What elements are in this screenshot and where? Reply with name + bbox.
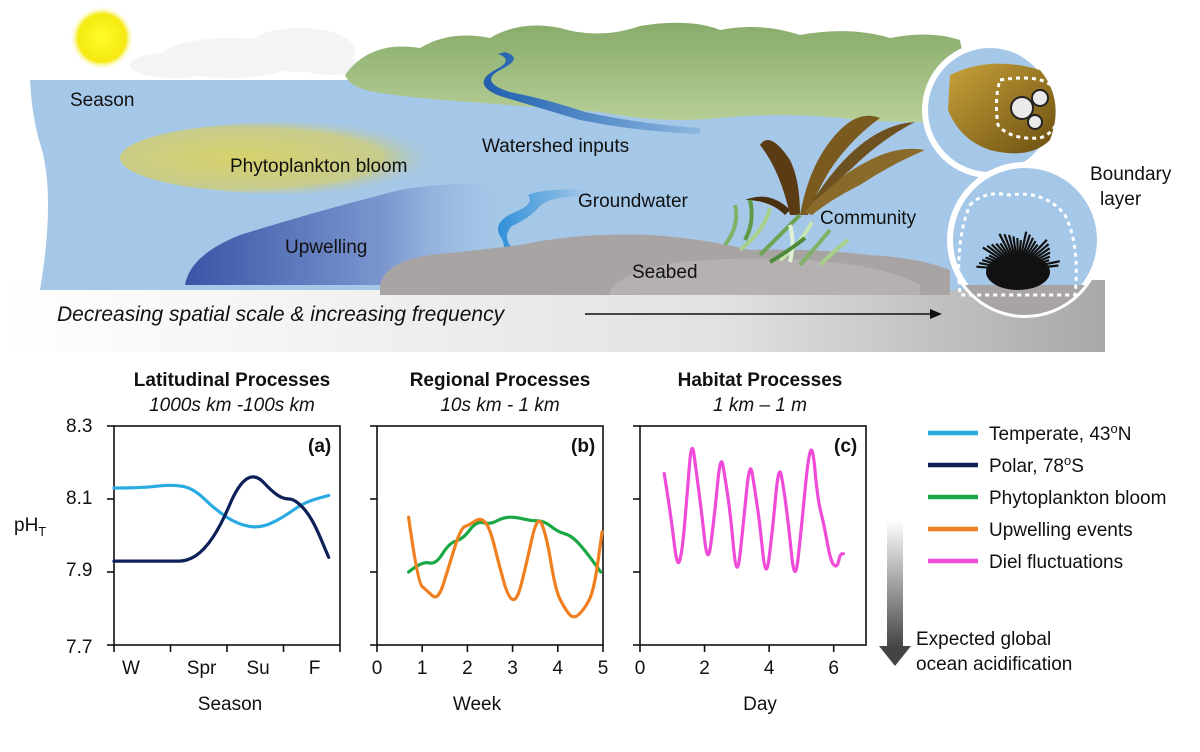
- x-tick-label: 1: [417, 658, 428, 679]
- kelp-community: [745, 115, 925, 215]
- panel-c-frame: [639, 425, 867, 646]
- x-tick-label: 0: [635, 658, 646, 679]
- x-tick-label: Su: [246, 658, 269, 679]
- acidification-bar: [887, 520, 903, 648]
- river: [483, 52, 700, 134]
- panel-b-tag: (b): [571, 436, 595, 457]
- boundary-layer-urchin-inset: [947, 162, 1103, 318]
- y-tick-label: 7.7: [66, 637, 92, 658]
- y-tick-label: 7.9: [66, 560, 92, 581]
- boundary-layer-snail-inset: [922, 42, 1061, 178]
- land-hills: [345, 22, 975, 123]
- panel-a-title: Latitudinal Processes: [134, 370, 330, 391]
- acidification-arrow-head: [879, 646, 911, 666]
- label-groundwater: Groundwater: [578, 191, 689, 212]
- y-axis-label: pHT: [14, 515, 46, 539]
- panel-a-xlabel: Season: [198, 694, 262, 715]
- panel-a-subtitle: 1000s km -100s km: [149, 395, 315, 416]
- seabed-rock: [610, 258, 920, 295]
- series-line-temperate-43on: [112, 483, 331, 529]
- legend-label: Diel fluctuations: [989, 552, 1123, 573]
- label-season: Season: [70, 90, 134, 111]
- x-tick-label: 3: [507, 658, 518, 679]
- panel-a-frame: [113, 425, 341, 646]
- panel-c-title: Habitat Processes: [678, 370, 843, 391]
- series-line-diel-fluctuations: [662, 446, 845, 574]
- y-tick-label: 8.3: [66, 416, 92, 437]
- scale-arrow-head: [930, 309, 942, 319]
- legend-label: Phytoplankton bloom: [989, 488, 1166, 509]
- panel-a-tag: (a): [308, 436, 331, 457]
- legend-label: Polar, 78oS: [989, 453, 1084, 477]
- label-boundary: Boundary: [1090, 164, 1172, 185]
- label-community: Community: [820, 208, 917, 229]
- cloud: [130, 28, 360, 78]
- seagrass: [723, 199, 850, 267]
- panel-b-title: Regional Processes: [410, 370, 591, 391]
- label-seabed: Seabed: [632, 262, 698, 283]
- ph-charts: Latitudinal Processes 1000s km -100s km …: [14, 370, 1166, 715]
- label-phytoplankton-bloom: Phytoplankton bloom: [230, 156, 407, 177]
- phytoplankton-bloom: [120, 122, 460, 194]
- x-tick-label: 2: [699, 658, 710, 679]
- panel-c-xlabel: Day: [743, 694, 777, 715]
- x-tick-label: Spr: [187, 658, 217, 679]
- x-tick-label: 4: [764, 658, 775, 679]
- y-tick-label: 8.1: [66, 488, 92, 509]
- acidification-line1: Expected global: [916, 629, 1051, 650]
- label-upwelling: Upwelling: [285, 237, 367, 258]
- panel-c-tag: (c): [834, 436, 857, 457]
- panel-b-subtitle: 10s km - 1 km: [440, 395, 559, 416]
- series-line-polar-78os: [112, 475, 331, 563]
- label-layer: layer: [1100, 189, 1142, 210]
- legend: Temperate, 43oN Polar, 78oS Phytoplankton …: [928, 421, 1166, 573]
- panel-b-xlabel: Week: [453, 694, 502, 715]
- scale-caption: Decreasing spatial scale & increasing fr…: [57, 303, 506, 326]
- x-tick-label: 2: [462, 658, 473, 679]
- legend-label: Upwelling events: [989, 520, 1133, 541]
- series-line-phytoplankton-bloom: [407, 515, 603, 574]
- x-tick-label: 4: [553, 658, 564, 679]
- x-tick-label: 0: [372, 658, 383, 679]
- x-tick-label: W: [122, 658, 140, 679]
- series-line-upwelling-events: [407, 515, 604, 619]
- ocean-scale-illustration: Season Phytoplankton bloom Watershed inp…: [0, 6, 1172, 352]
- x-tick-label: 5: [598, 658, 609, 679]
- acidification-line2: ocean acidification: [916, 654, 1072, 675]
- x-tick-label: 6: [828, 658, 839, 679]
- label-watershed-inputs: Watershed inputs: [482, 136, 629, 157]
- x-tick-label: F: [309, 658, 321, 679]
- panel-c-subtitle: 1 km – 1 m: [713, 395, 807, 416]
- legend-label: Temperate, 43oN: [989, 421, 1131, 445]
- sun: [70, 6, 134, 70]
